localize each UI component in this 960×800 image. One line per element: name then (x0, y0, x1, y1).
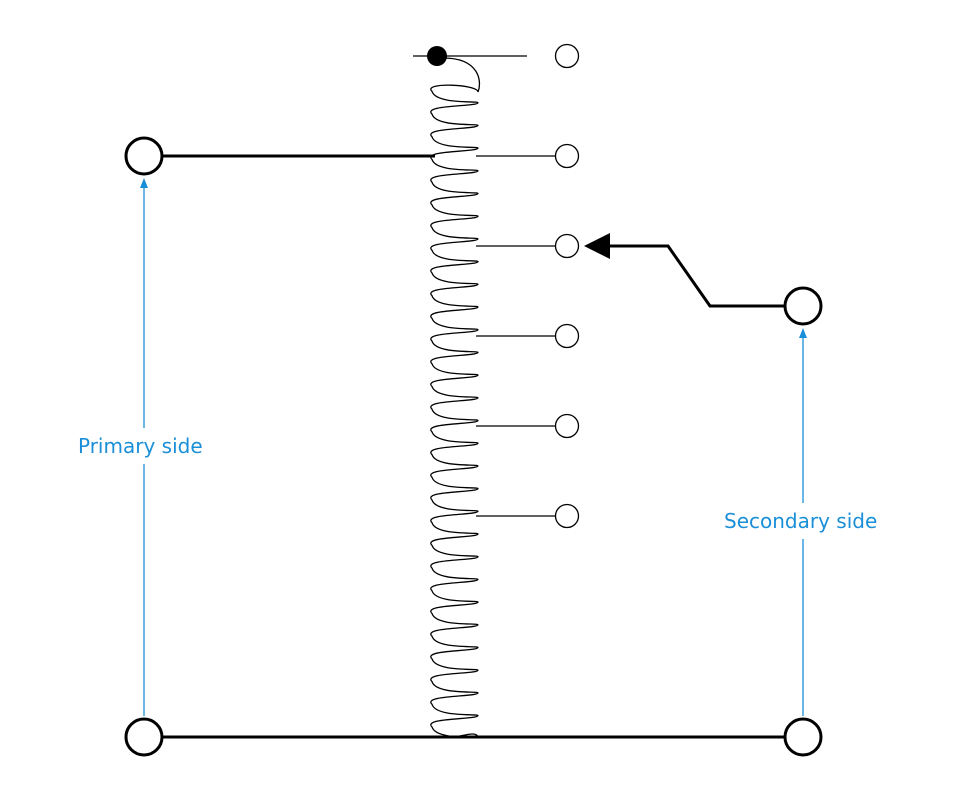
transformer-winding (430, 57, 481, 739)
primary-side-label: Primary side (76, 428, 205, 464)
primary-top-terminal[interactable] (124, 136, 164, 176)
tap-group (476, 43, 580, 529)
tap-terminal[interactable] (554, 503, 580, 529)
tap-terminal[interactable] (554, 143, 580, 169)
primary-side-arrowhead (140, 178, 148, 188)
secondary-slider-wire (606, 244, 785, 308)
secondary-side-label: Secondary side (722, 503, 880, 539)
slider-arrowhead (584, 233, 610, 259)
tap-terminal[interactable] (554, 413, 580, 439)
tap-terminal[interactable] (554, 43, 580, 69)
secondary-top-terminal[interactable] (783, 286, 823, 326)
tap-terminal[interactable] (554, 233, 580, 259)
secondary-side-arrowhead (799, 328, 807, 338)
top-filled-terminal (427, 46, 447, 66)
tap-terminal[interactable] (554, 323, 580, 349)
primary-bottom-terminal[interactable] (124, 717, 164, 757)
secondary-bottom-terminal[interactable] (783, 717, 823, 757)
coil-path (430, 57, 481, 739)
